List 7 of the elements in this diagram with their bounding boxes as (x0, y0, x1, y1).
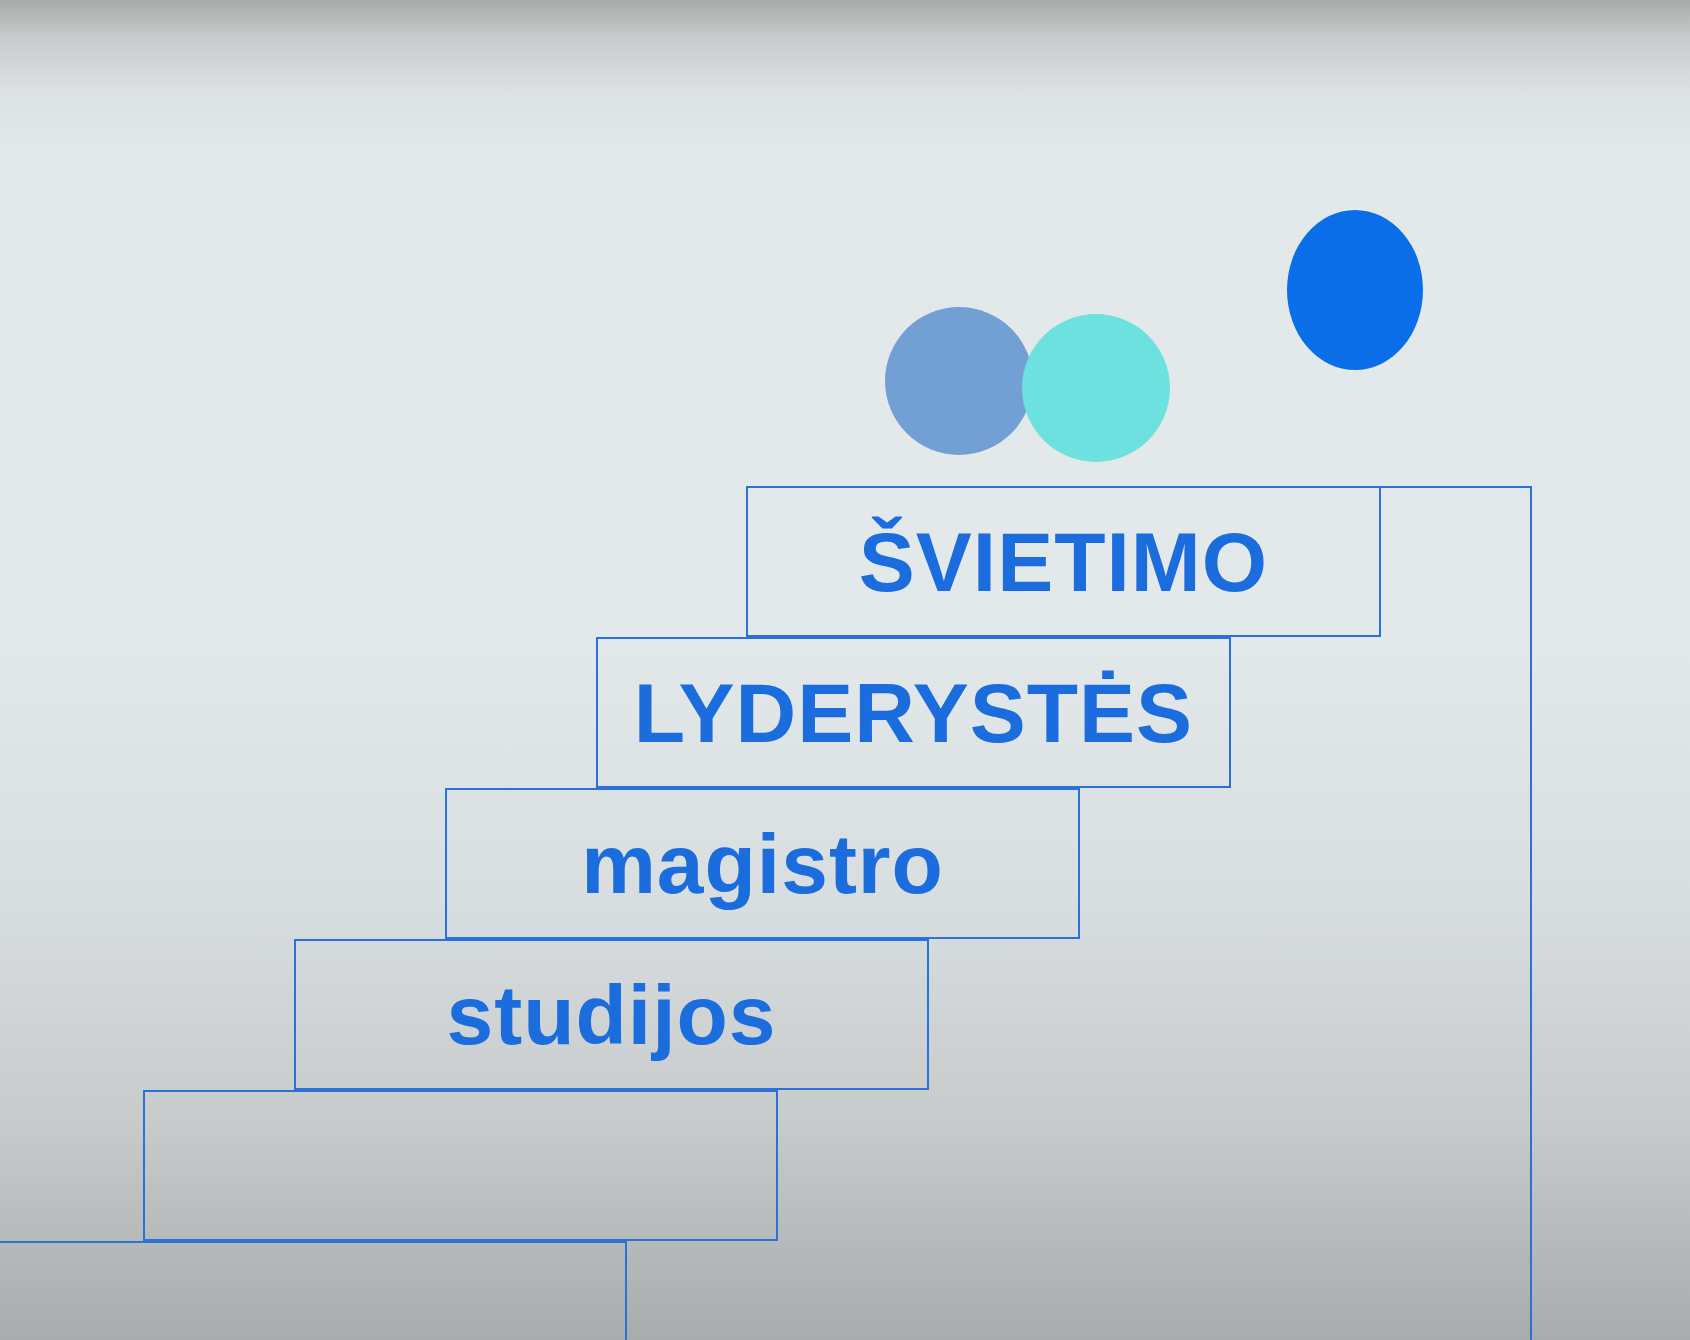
step-box (596, 637, 1231, 788)
step-label: LYDERYSTĖS (633, 670, 1194, 755)
step-box (294, 939, 929, 1090)
step-box (0, 1241, 627, 1340)
step-box (746, 486, 1381, 637)
step-box (143, 1090, 778, 1241)
step-box (445, 788, 1080, 939)
